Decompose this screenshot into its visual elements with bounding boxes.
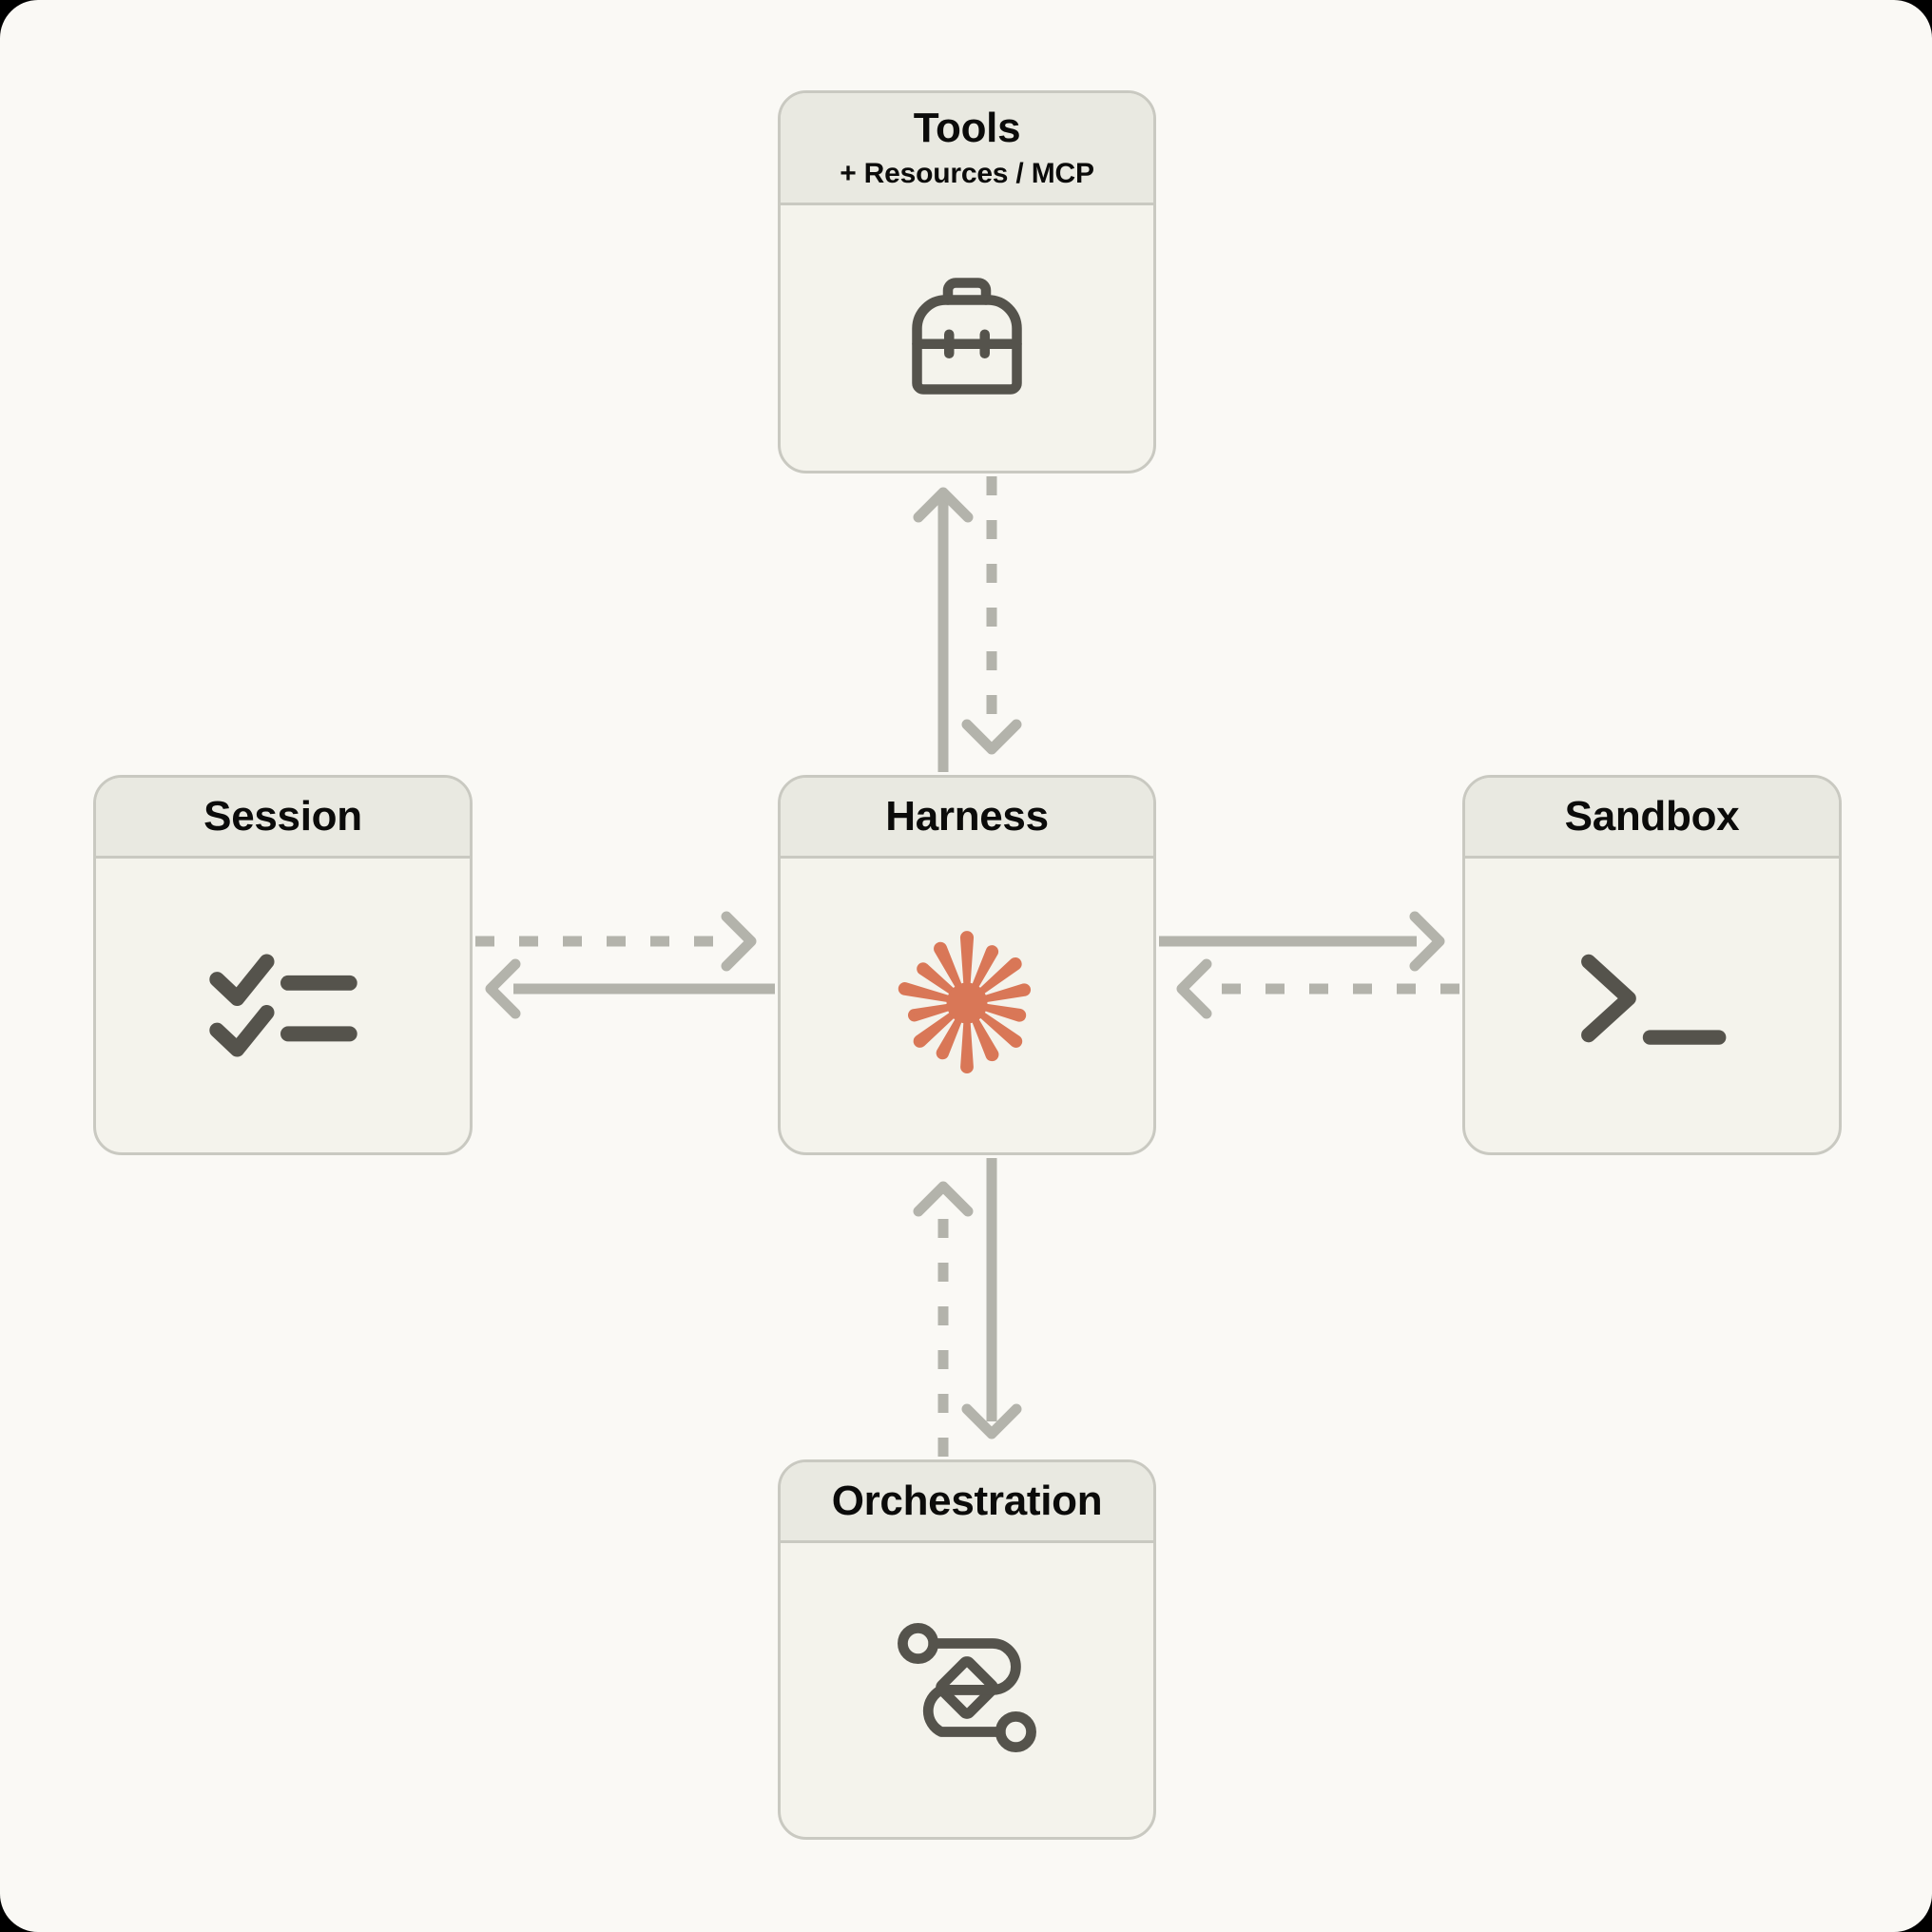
node-card-session[interactable]: Session xyxy=(93,775,473,1155)
edge-session-to-harness xyxy=(475,917,751,966)
harness-title: Harness xyxy=(885,792,1049,840)
edge-harness-to-orchestration xyxy=(967,1158,1016,1434)
edge-orchestration-to-harness xyxy=(918,1187,968,1457)
orchestration-header: Orchestration xyxy=(781,1462,1153,1543)
node-card-harness[interactable]: Harness xyxy=(778,775,1156,1155)
orchestration-title: Orchestration xyxy=(831,1477,1103,1524)
node-card-orchestration[interactable]: Orchestration xyxy=(778,1459,1156,1840)
tools-header: Tools + Resources / MCP xyxy=(781,93,1153,205)
sandbox-header: Sandbox xyxy=(1465,778,1839,859)
terminal-prompt-icon xyxy=(1576,950,1729,1061)
starburst-icon xyxy=(885,921,1049,1090)
sandbox-title: Sandbox xyxy=(1564,792,1740,840)
checklist-icon xyxy=(207,945,359,1066)
workflow-path-icon xyxy=(895,1620,1039,1760)
edge-tools-to-harness xyxy=(967,476,1016,749)
session-title: Session xyxy=(203,792,362,840)
edge-sandbox-to-harness xyxy=(1182,964,1459,1014)
sandbox-body xyxy=(1465,859,1839,1152)
edge-harness-to-tools xyxy=(918,493,968,772)
session-body xyxy=(96,859,470,1152)
node-card-tools[interactable]: Tools + Resources / MCP xyxy=(778,90,1156,473)
toolbox-icon xyxy=(896,269,1038,407)
tools-title: Tools xyxy=(913,104,1021,151)
edge-harness-to-session xyxy=(491,964,775,1014)
edge-harness-to-sandbox xyxy=(1159,917,1439,966)
tools-body xyxy=(781,205,1153,471)
harness-header: Harness xyxy=(781,778,1153,859)
node-card-sandbox[interactable]: Sandbox xyxy=(1462,775,1842,1155)
orchestration-body xyxy=(781,1543,1153,1837)
harness-body xyxy=(781,859,1153,1152)
starburst-svg xyxy=(898,931,1031,1073)
session-header: Session xyxy=(96,778,470,859)
tools-subtitle: + Resources / MCP xyxy=(840,158,1094,190)
